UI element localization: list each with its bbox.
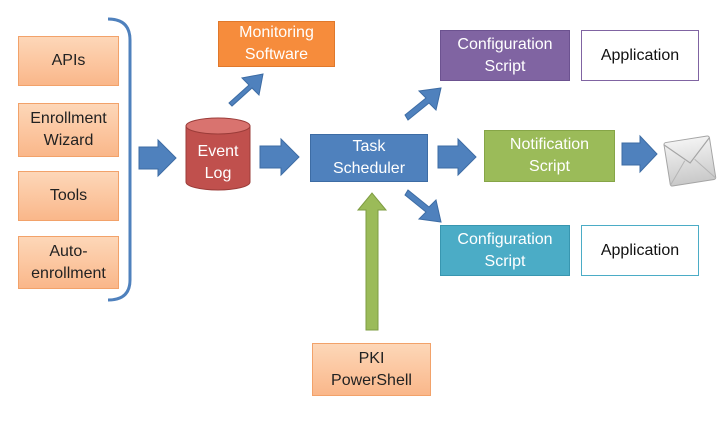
arrow-eventlog-to-scheduler [259,137,300,177]
configuration-script-top-label: Configuration Script [457,35,553,75]
arrow-notification-to-email [621,134,658,174]
source-tools-label: Tools [49,187,88,204]
source-apis: APIs [18,36,119,86]
source-auto-enrollment-label: Auto- enrollment [31,242,106,282]
source-tools: Tools [18,171,119,221]
application-top-label: Application [600,46,680,64]
source-apis-label: APIs [51,52,86,69]
monitoring-software-label: Monitoring Software [239,24,314,63]
application-bottom-box: Application [581,225,699,276]
monitoring-software-box: Monitoring Software [218,21,335,67]
configuration-script-top-box: Configuration Script [440,30,570,81]
arrow-scheduler-to-config-top [404,87,442,121]
pki-powershell-label: PKI PowerShell [331,349,412,389]
notification-script-box: Notification Script [484,130,615,182]
arrow-scheduler-to-config-bottom [404,189,442,223]
pki-powershell-box: PKI PowerShell [312,343,431,396]
source-auto-enrollment: Auto- enrollment [18,236,119,289]
sources-bracket [107,17,132,302]
configuration-script-bottom-label: Configuration Script [457,230,553,270]
event-log-cylinder [185,117,251,191]
arrow-powershell-to-scheduler [356,192,388,331]
event-log-label: Event Log [197,143,239,182]
source-enrollment-wizard: Enrollment Wizard [18,103,119,157]
arrow-scheduler-to-notification [437,137,477,177]
arrow-eventlog-to-monitoring [228,73,264,107]
application-bottom-label: Application [600,241,680,259]
task-scheduler-box: Task Scheduler [310,134,428,182]
notification-script-label: Notification Script [509,136,590,175]
arrow-bracket-to-eventlog [138,138,177,178]
source-enrollment-wizard-label: Enrollment Wizard [30,110,107,149]
task-scheduler-label: Task Scheduler [332,138,406,177]
envelope-icon [663,135,717,187]
application-top-box: Application [581,30,699,81]
configuration-script-bottom-box: Configuration Script [440,225,570,276]
